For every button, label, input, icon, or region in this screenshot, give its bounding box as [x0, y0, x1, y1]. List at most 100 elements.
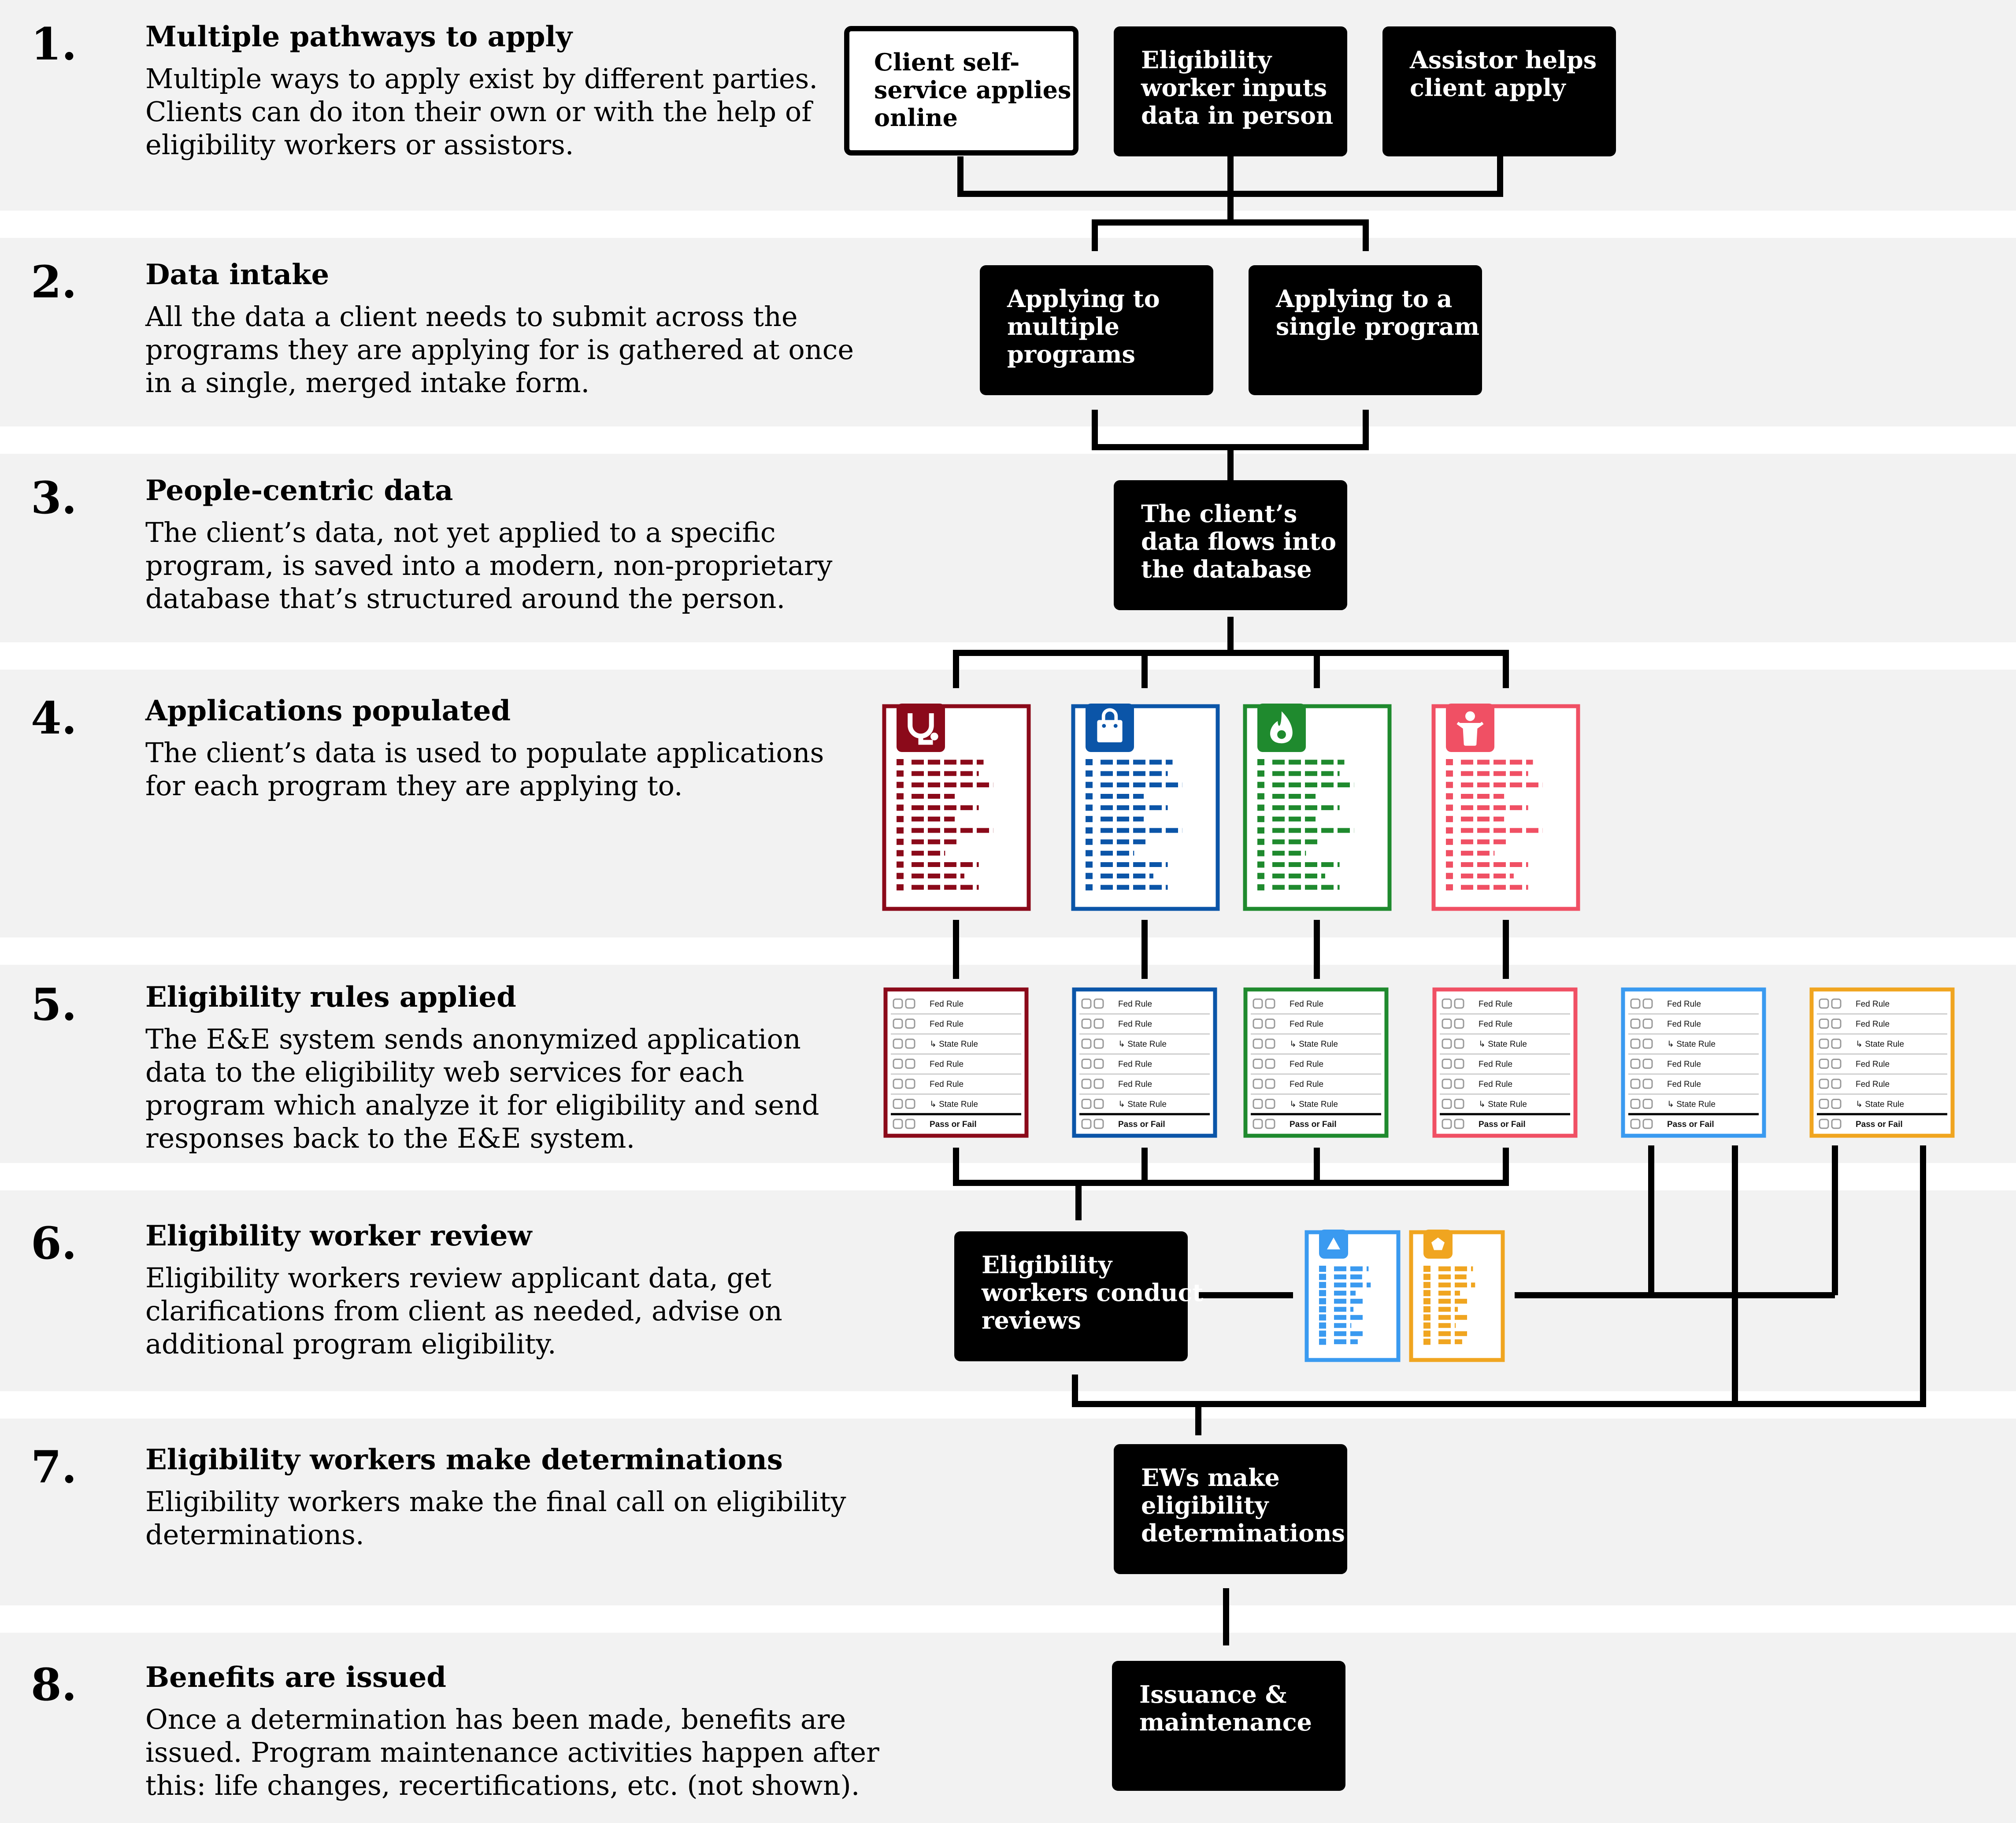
- step-description-line: Once a determination has been made, bene…: [145, 1703, 846, 1735]
- step-description-line: program, is saved into a modern, non-pro…: [145, 549, 832, 582]
- rule-checkbox: [1454, 1119, 1464, 1129]
- document-line: [1446, 861, 1528, 868]
- rule-checkbox: [893, 998, 903, 1009]
- rule-checkbox: [1253, 1059, 1263, 1069]
- rule-row: ↳ State Rule: [1817, 1033, 1947, 1049]
- rule-checkbox: [1630, 1038, 1641, 1049]
- rule-row: Fed Rule: [1442, 998, 1512, 1009]
- box-frame: [980, 265, 1213, 395]
- rule-checkbox: [905, 1078, 915, 1089]
- document-line: [1446, 884, 1528, 891]
- rule-checkbox: [1819, 998, 1829, 1009]
- document-line: [1446, 782, 1543, 788]
- rule-checkbox: [1831, 1038, 1842, 1049]
- box-label-line: Applying to: [1007, 285, 1160, 313]
- box-label-line: The client’s: [1141, 500, 1297, 528]
- rule-row: ↳ State Rule: [1440, 1033, 1570, 1049]
- rule-checkbox: [1454, 1038, 1464, 1049]
- document-line: [897, 793, 955, 800]
- document-line: [1446, 793, 1505, 800]
- connectors: [953, 156, 1926, 1645]
- document-line: [1086, 770, 1168, 777]
- document-line: [1257, 804, 1340, 811]
- document-line: [1423, 1266, 1473, 1272]
- rule-checkbox: [1642, 1099, 1653, 1109]
- rule-label: Fed Rule: [1856, 1000, 1890, 1009]
- box-label-line: workers conduct: [981, 1278, 1203, 1307]
- rule-label: Fed Rule: [1667, 1060, 1701, 1069]
- document-line: [1446, 770, 1528, 777]
- rule-label: Fed Rule: [930, 1060, 964, 1069]
- document-line: [1446, 827, 1543, 834]
- connector-to-determinations: [1072, 1145, 1926, 1407]
- box-frame: [1249, 265, 1482, 395]
- rule-checkbox: [1093, 1038, 1104, 1049]
- rule-label: ↳ State Rule: [1290, 1040, 1338, 1049]
- rule-checkbox: [893, 1059, 903, 1069]
- step-7: 7.Eligibility workers make determination…: [31, 1441, 846, 1551]
- rule-checkbox: [1819, 1038, 1829, 1049]
- rule-checkbox: [1253, 1019, 1263, 1029]
- application-document-food: [1071, 704, 1220, 911]
- step-description-line: this: life changes, recertifications, et…: [145, 1769, 860, 1801]
- rule-row: Fed Rule: [1817, 1053, 1947, 1069]
- document-line: [1423, 1314, 1469, 1321]
- rule-row: Fed Rule: [1628, 1073, 1759, 1089]
- document-line: [1086, 838, 1149, 845]
- document-line: [1423, 1322, 1456, 1329]
- rule-checkbox: [1454, 1078, 1464, 1089]
- rule-row: Fed Rule: [1817, 1073, 1947, 1089]
- rule-row: Fed Rule: [893, 998, 964, 1009]
- rule-checkbox: [1253, 1119, 1263, 1129]
- rule-label: ↳ State Rule: [1667, 1100, 1716, 1109]
- rule-row: Fed Rule: [1440, 1013, 1570, 1029]
- rule-label: ↳ State Rule: [1118, 1100, 1167, 1109]
- document-tab: [1423, 1230, 1453, 1259]
- rule-checkbox: [1831, 998, 1842, 1009]
- connector-intake-split: [1092, 219, 1369, 251]
- document-line: [1319, 1338, 1358, 1345]
- rule-checkbox: [1253, 1038, 1263, 1049]
- document-line: [897, 759, 984, 765]
- row-band-7: [0, 1419, 2016, 1605]
- rule-row: Fed Rule: [1081, 998, 1152, 1009]
- rule-checkbox: [1081, 1119, 1092, 1129]
- rule-checkbox: [1253, 998, 1263, 1009]
- document-line: [1446, 873, 1514, 879]
- rule-checkbox: [1642, 1059, 1653, 1069]
- rule-checkbox: [1081, 1059, 1092, 1069]
- rule-checkbox: [1442, 1059, 1452, 1069]
- document-line: [1319, 1306, 1354, 1312]
- box-label-line: Applying to a: [1275, 285, 1452, 313]
- rule-row: Fed Rule: [1628, 1013, 1759, 1029]
- document-line: [1257, 770, 1340, 777]
- document-line: [897, 861, 979, 868]
- rule-checkbox: [1630, 1059, 1641, 1069]
- rule-label: ↳ State Rule: [1479, 1040, 1527, 1049]
- step-description-line: Eligibility workers review applicant dat…: [145, 1262, 771, 1294]
- box-label-line: multiple: [1007, 312, 1119, 341]
- rule-row: ↳ State Rule: [1440, 1093, 1570, 1109]
- rule-checkbox: [1454, 1019, 1464, 1029]
- rule-checkbox: [1093, 1119, 1104, 1129]
- shopping-bag-icon: [1097, 708, 1123, 742]
- rule-checkbox: [1265, 1119, 1275, 1129]
- rule-row: Fed Rule: [1628, 1053, 1759, 1069]
- rule-checkbox: [1081, 1019, 1092, 1029]
- rule-row: ↳ State Rule: [1817, 1093, 1947, 1109]
- rule-row: Fed Rule: [891, 1073, 1021, 1089]
- step-description-line: programs they are applying for is gather…: [145, 333, 854, 366]
- rule-label: Fed Rule: [1118, 1020, 1152, 1029]
- document-line: [1423, 1330, 1471, 1337]
- document-line: [1086, 861, 1168, 868]
- step-description-line: for each program they are applying to.: [145, 770, 683, 802]
- rule-checkbox: [1442, 998, 1452, 1009]
- document-line: [1086, 782, 1182, 788]
